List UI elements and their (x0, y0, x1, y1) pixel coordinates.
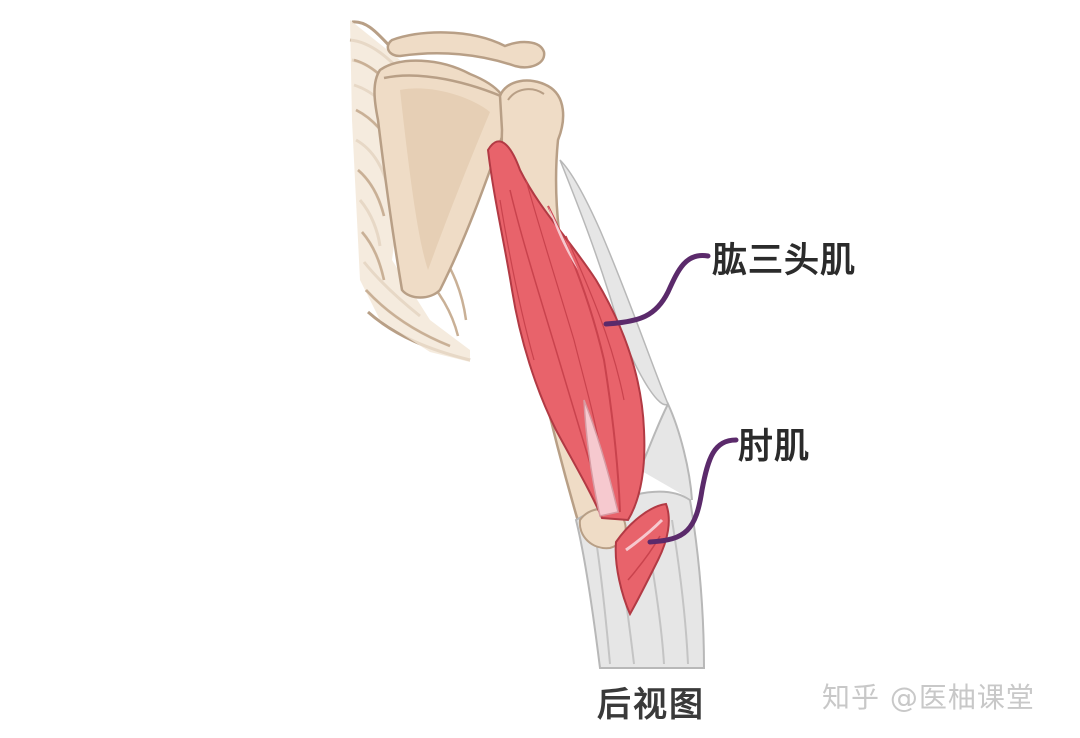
clavicle (386, 31, 546, 69)
triceps-leader-line (603, 252, 711, 327)
triceps-label: 肱三头肌 (712, 241, 857, 281)
scapula (373, 59, 511, 299)
anconeus-leader-line (647, 437, 739, 545)
anconeus-label: 肘肌 (738, 427, 811, 467)
leader-lines (603, 252, 739, 545)
triceps-muscle (486, 140, 646, 522)
watermark: 知乎 @医柚课堂 (822, 681, 1035, 714)
view-caption: 后视图 (597, 685, 705, 725)
